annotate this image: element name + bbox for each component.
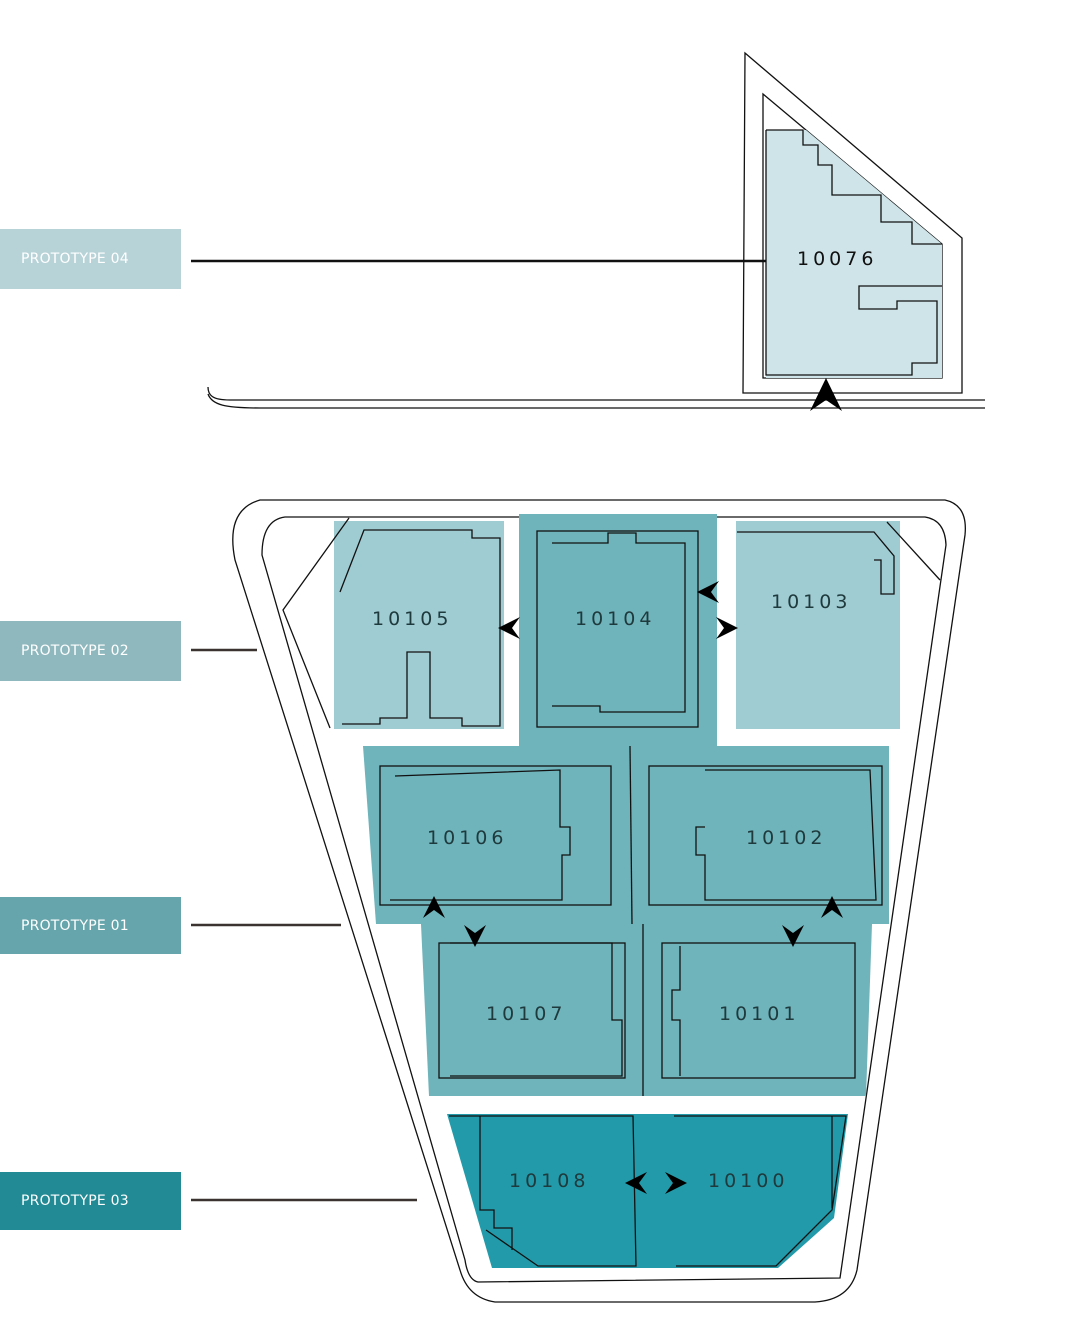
unit-fill-10103 <box>736 521 900 729</box>
arrow-down-icon <box>464 925 486 947</box>
prototype-04-text: PROTOTYPE 04 <box>21 251 129 267</box>
block-outline <box>232 499 966 1303</box>
unit-fill-10102 <box>630 746 889 924</box>
prototype-01-text: PROTOTYPE 01 <box>21 917 129 934</box>
arrow-left-icon <box>625 1172 647 1194</box>
unit-fill-10105 <box>334 521 504 729</box>
arrow-right-icon <box>665 1172 687 1194</box>
prototype-03-label: PROTOTYPE 03 <box>0 1172 181 1230</box>
unit-fill-10106 <box>363 746 630 924</box>
unit-10076: 10076 <box>797 248 877 270</box>
arrow-right-icon <box>716 617 738 639</box>
unit-outlines <box>282 517 941 1267</box>
prototype-02-label: PROTOTYPE 02 <box>0 621 181 681</box>
prototype-01-label: PROTOTYPE 01 <box>0 897 181 954</box>
unit-10100: 10100 <box>708 1170 788 1192</box>
unit-fill-10108-10100 <box>447 1114 848 1268</box>
arrow-up-icon <box>423 896 445 918</box>
arrow-left-icon <box>697 581 719 603</box>
entry-arrow-10076 <box>810 378 842 411</box>
unit-10107: 10107 <box>486 1003 566 1025</box>
unit-10102: 10102 <box>746 827 826 849</box>
prototype-02-text: PROTOTYPE 02 <box>21 643 129 659</box>
arrow-up-icon <box>821 896 843 918</box>
unit-fill-10101 <box>643 924 872 1096</box>
unit-10108: 10108 <box>509 1170 589 1192</box>
building-10076 <box>207 51 985 409</box>
arrow-left-icon <box>498 617 520 639</box>
prototype-04-label: PROTOTYPE 04 <box>0 229 181 289</box>
arrow-down-icon <box>782 925 804 947</box>
unit-fill-10107 <box>421 924 643 1096</box>
unit-10103: 10103 <box>771 591 851 613</box>
unit-10101: 10101 <box>719 1003 799 1025</box>
unit-10104: 10104 <box>575 608 655 630</box>
unit-10105: 10105 <box>372 608 452 630</box>
unit-fill-10104 <box>519 514 717 746</box>
unit-10106: 10106 <box>427 827 507 849</box>
prototype-03-text: PROTOTYPE 03 <box>21 1193 129 1209</box>
